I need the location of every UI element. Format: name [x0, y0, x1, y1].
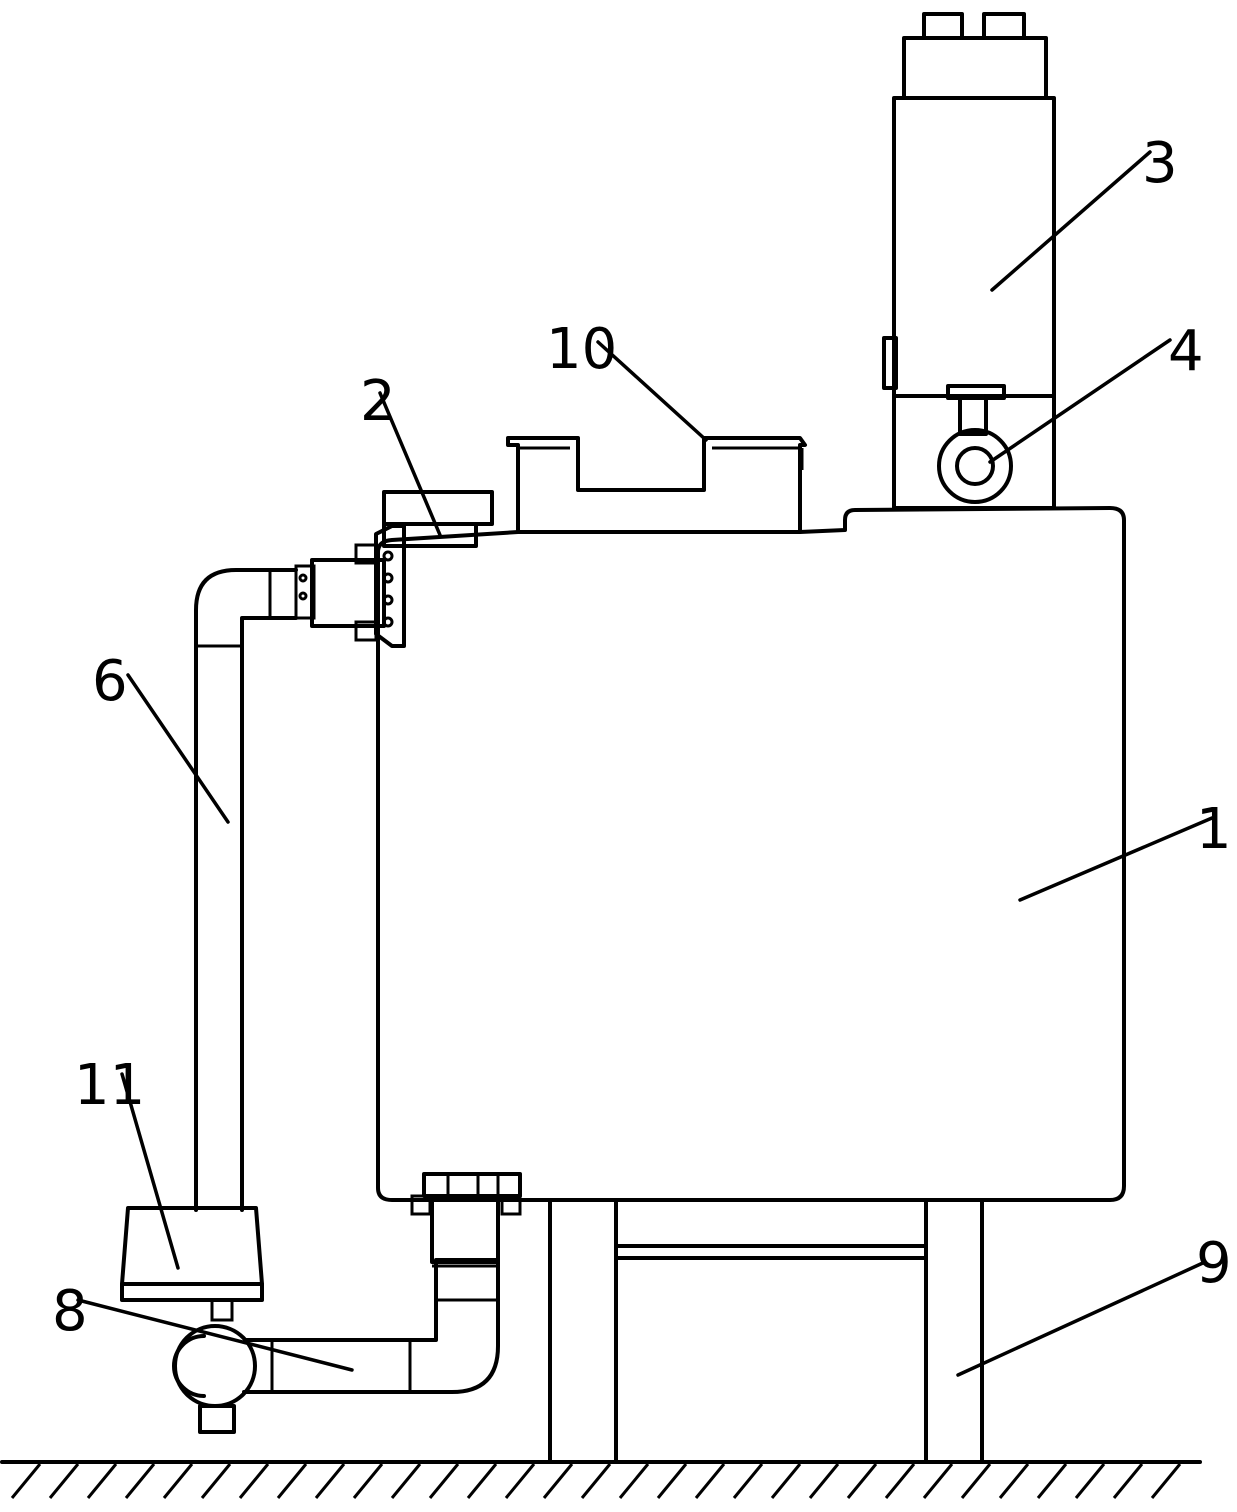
ground-hatch-line [922, 1463, 954, 1499]
ground-hatch-line [10, 1463, 42, 1499]
label-bottom-pipe: 8 [52, 1279, 88, 1344]
ground-hatch-line [732, 1463, 764, 1499]
ground-hatch-line [998, 1463, 1030, 1499]
label-pump: 4 [1168, 319, 1204, 384]
ground-hatch-line [390, 1463, 422, 1499]
ground-hatch-line [1074, 1463, 1106, 1499]
ground-hatch-line [466, 1463, 498, 1499]
ground-hatch-line [504, 1463, 536, 1499]
ground-hatch-line [694, 1463, 726, 1499]
ground-hatch-line [770, 1463, 802, 1499]
label-riser-pipe: 6 [92, 649, 128, 714]
top-cover [506, 436, 807, 534]
ground-hatch-line [162, 1463, 194, 1499]
label-tank: 1 [1196, 797, 1232, 862]
filter [120, 1206, 264, 1322]
ground-hatch-line [124, 1463, 156, 1499]
ground-hatch-line [884, 1463, 916, 1499]
label-top-cover: 10 [546, 317, 617, 382]
ground-hatch-line [200, 1463, 232, 1499]
ground-hatch-line [276, 1463, 308, 1499]
ground-hatch-line [580, 1463, 612, 1499]
ground-hatch-line [656, 1463, 688, 1499]
tank-wall [376, 506, 1126, 1202]
reference-labels: 1 2 3 4 6 8 9 10 11 [52, 131, 1232, 1344]
label-inlet-fitting: 2 [360, 369, 396, 434]
ground-hatch-line [542, 1463, 574, 1499]
ground-hatch-line [48, 1463, 80, 1499]
inlet-fitting [294, 490, 494, 648]
ground-hatch-line [1150, 1463, 1182, 1499]
leader-lines [76, 150, 1214, 1377]
support-legs [548, 1198, 984, 1464]
ground-hatch-line [960, 1463, 992, 1499]
label-filter: 11 [74, 1053, 145, 1118]
riser-pipe [194, 568, 298, 1212]
ground-hatch-line [808, 1463, 840, 1499]
label-motor: 3 [1142, 131, 1178, 196]
ground-hatch-line [352, 1463, 384, 1499]
ground-hatch-line [1112, 1463, 1144, 1499]
ground-hatch-line [428, 1463, 460, 1499]
pump [937, 396, 1013, 504]
ground-hatch-line [86, 1463, 118, 1499]
ground-hatch-line [846, 1463, 878, 1499]
bottom-pipe [172, 1172, 522, 1434]
ground-hatch-line [314, 1463, 346, 1499]
label-support-legs: 9 [1196, 1231, 1232, 1296]
ground [0, 1460, 1202, 1499]
ground-hatch-line [618, 1463, 650, 1499]
ground-hatch-line [1036, 1463, 1068, 1499]
ground-hatch-line [238, 1463, 270, 1499]
